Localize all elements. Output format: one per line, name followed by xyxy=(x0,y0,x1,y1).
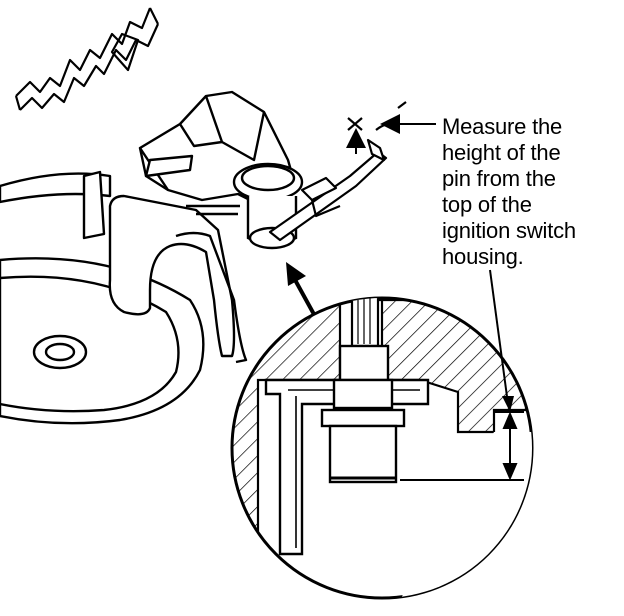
l-bracket xyxy=(264,378,430,556)
caption-leader xyxy=(489,269,509,405)
detail-pointer-arrow xyxy=(286,262,318,319)
steering-column-housing xyxy=(0,170,205,425)
caption-line: height of the xyxy=(442,140,561,165)
measurement-caption: Measure the height of the pin from the t… xyxy=(442,114,620,270)
pin-body xyxy=(320,408,406,428)
caption-line: ignition switch xyxy=(442,218,576,243)
measuring-rule xyxy=(268,101,436,242)
ignition-switch-pin xyxy=(186,162,304,250)
height-dimension xyxy=(502,411,518,481)
lock-assembly xyxy=(108,90,298,364)
harness-bracket xyxy=(14,7,160,111)
caption-line: top of the xyxy=(442,192,532,217)
detail-view xyxy=(230,269,534,600)
caption-line: housing. xyxy=(442,244,524,269)
caption-line: Measure the xyxy=(442,114,563,139)
caption-line: pin from the xyxy=(442,166,556,191)
pin-cylinder-top xyxy=(350,298,380,348)
